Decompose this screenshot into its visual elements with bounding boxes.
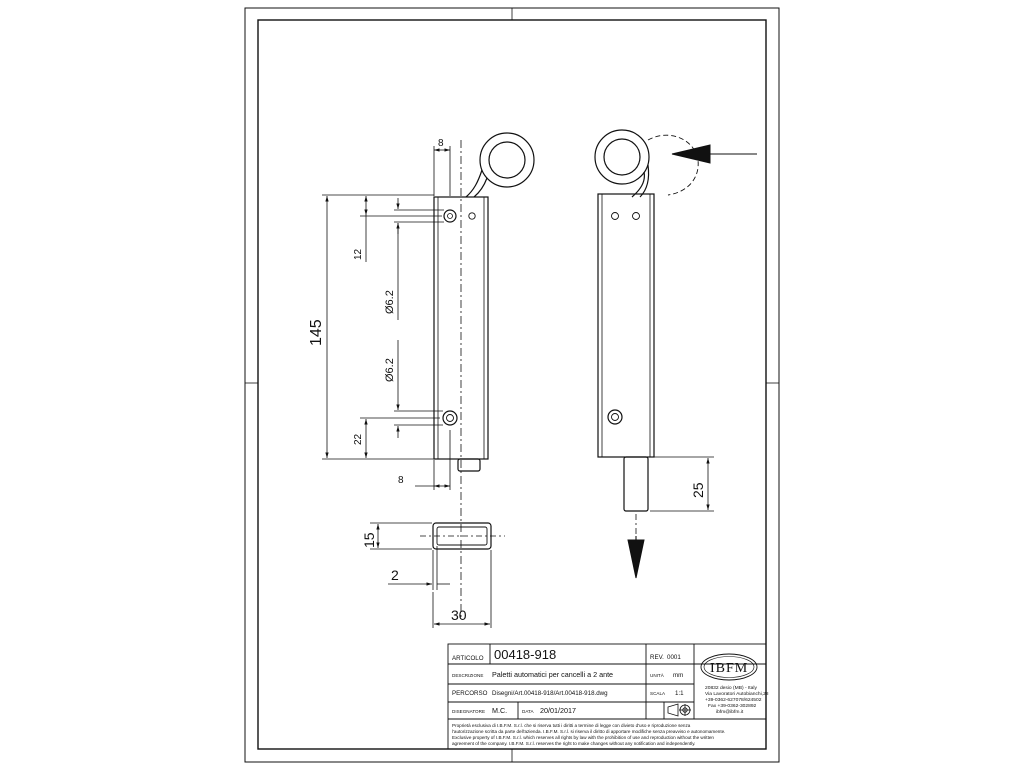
dim-section-height: 15 (361, 532, 377, 548)
unita-label: UNITÀ (650, 672, 665, 678)
address-line-5: ibfm@ibfm.it (716, 709, 744, 715)
ibfm-logo: IBFM (700, 653, 758, 681)
dim-pin-extension: 25 (690, 482, 706, 498)
hole-bottom (442, 410, 458, 426)
percorso-label: PERCORSO (452, 690, 488, 697)
title-block-texts: ARTICOLO 00418-918 REV. 0001 DESCRIZIONE… (452, 647, 769, 746)
motion-arrows (627, 144, 757, 579)
descrizione-label: DESCRIZIONE (452, 673, 483, 678)
dim-wall-thickness: 2 (391, 567, 399, 583)
articolo-label: ARTICOLO (452, 655, 484, 662)
address-line-4: Fax +39-0362-302892 (708, 703, 757, 709)
dimension-lines (322, 146, 714, 628)
disclaimer-line-2: l'autorizzazione scritta da parte dell'a… (452, 729, 725, 734)
address-line-1: 20832 desio (MB) - Italy (705, 685, 757, 691)
unita-value: mm (673, 672, 683, 679)
data-value: 20/01/2017 (540, 706, 576, 715)
dimension-texts: 8 12 Ø6.2 145 Ø6.2 22 8 15 2 30 25 (308, 138, 706, 623)
front-view (433, 132, 535, 472)
address-line-2: Via Lavoratori Autobianchi,28 (705, 691, 769, 697)
dim-top-width: 8 (438, 138, 444, 149)
dim-hole-offset-top: 12 (353, 248, 364, 260)
disclaimer-line-3: Exclusive property of I.B.F.M. S.r.l. wh… (452, 735, 714, 740)
ring-arm (465, 169, 483, 198)
dim-bottom-width: 8 (398, 475, 404, 486)
articolo-value: 00418-918 (494, 647, 556, 662)
pin-extended (623, 456, 649, 512)
rev-value: 0001 (667, 654, 681, 661)
disclaimer-line-1: Proprietà esclusiva di I.B.F.M. S.r.l. c… (452, 723, 691, 728)
address-line-3: +39-0362-627078/624502 (705, 697, 762, 703)
descrizione-value: Paletti automatici per cancelli a 2 ante (492, 670, 613, 679)
data-label: DATA (522, 709, 535, 714)
dim-hole-diameter-top: Ø6.2 (384, 290, 396, 314)
percorso-value: Disegni/Art.00418-918/Art.00418-918.dwg (492, 690, 608, 697)
title-block (447, 643, 767, 750)
scala-value: 1:1 (675, 690, 684, 697)
dim-section-width: 30 (451, 607, 467, 623)
ring-outer (479, 132, 535, 188)
disclaimer-line-4: agreement of the company. I.B.F.M. S.r.l… (452, 741, 695, 746)
projection-symbol-icon (667, 703, 691, 717)
scala-label: SCALA (650, 691, 666, 696)
ring-inner (488, 141, 526, 179)
dim-hole-diameter-bottom: Ø6.2 (384, 358, 396, 382)
rev-label: REV. (650, 654, 664, 661)
disegnatore-value: M.C. (492, 706, 507, 715)
pin-stub (457, 458, 481, 472)
side-view (594, 129, 699, 512)
dim-hole-offset-bottom: 22 (353, 433, 364, 445)
hole-top (443, 209, 457, 223)
disegnatore-label: DISEGNATORE (452, 709, 485, 714)
dim-total-length: 145 (308, 319, 325, 346)
swing-path (647, 134, 699, 196)
logo-text: IBFM (710, 661, 748, 676)
